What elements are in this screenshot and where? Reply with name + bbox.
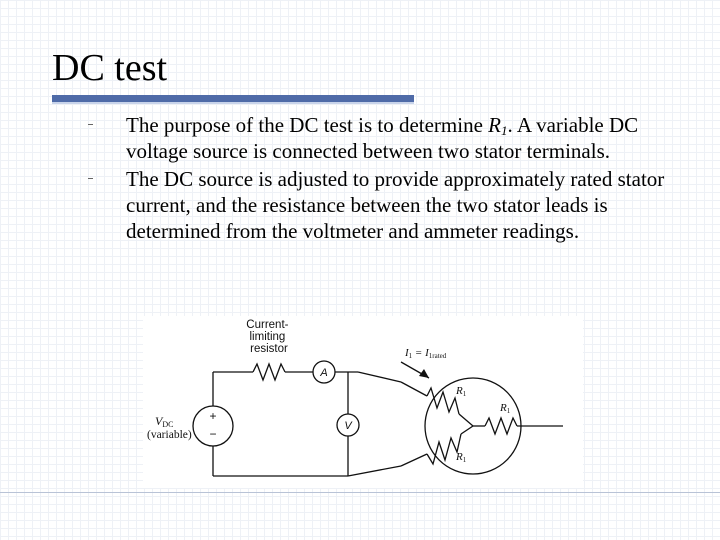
ammeter-label: A <box>319 367 327 379</box>
resistor-label: Current- limiting resistor <box>246 319 291 355</box>
bullet-marker <box>88 178 93 179</box>
bullet-text: The DC source is adjusted to provide app… <box>126 167 665 243</box>
source-plus: + <box>209 409 216 423</box>
winding-right <box>484 416 518 436</box>
ammeter <box>312 360 336 384</box>
dc-test-circuit-diagram: Current- limiting resistor A V + − VDC (… <box>143 316 583 488</box>
footer-divider <box>0 492 720 493</box>
bullet-item: The DC source is adjusted to provide app… <box>88 166 688 244</box>
r1-bottom-label: R1 <box>455 451 467 464</box>
source-minus: − <box>209 427 216 441</box>
current-equation-label: I1 = I1rated <box>404 347 447 360</box>
vdc-label: VDC <box>155 414 173 429</box>
slide-title: DC test <box>52 47 168 89</box>
current-limiting-resistor <box>252 362 286 382</box>
r1-right-label: R1 <box>499 402 511 415</box>
dc-source <box>192 405 234 447</box>
r1-top-label: R1 <box>455 385 467 398</box>
title-underline <box>52 95 414 102</box>
current-arrow-head <box>419 369 429 378</box>
bullet-text: The purpose of the DC test is to determi… <box>126 113 639 163</box>
bullet-item: The purpose of the DC test is to determi… <box>88 112 688 164</box>
vdc-variable-label: (variable) <box>147 429 192 441</box>
winding-bottom <box>426 433 462 466</box>
bullet-marker <box>88 124 93 125</box>
voltmeter <box>336 413 360 437</box>
bullet-list: The purpose of the DC test is to determi… <box>88 112 688 246</box>
voltmeter-label: V <box>344 420 353 432</box>
stator-circle <box>424 377 522 475</box>
winding-top <box>426 386 460 415</box>
title-underline-highlight <box>52 102 414 104</box>
